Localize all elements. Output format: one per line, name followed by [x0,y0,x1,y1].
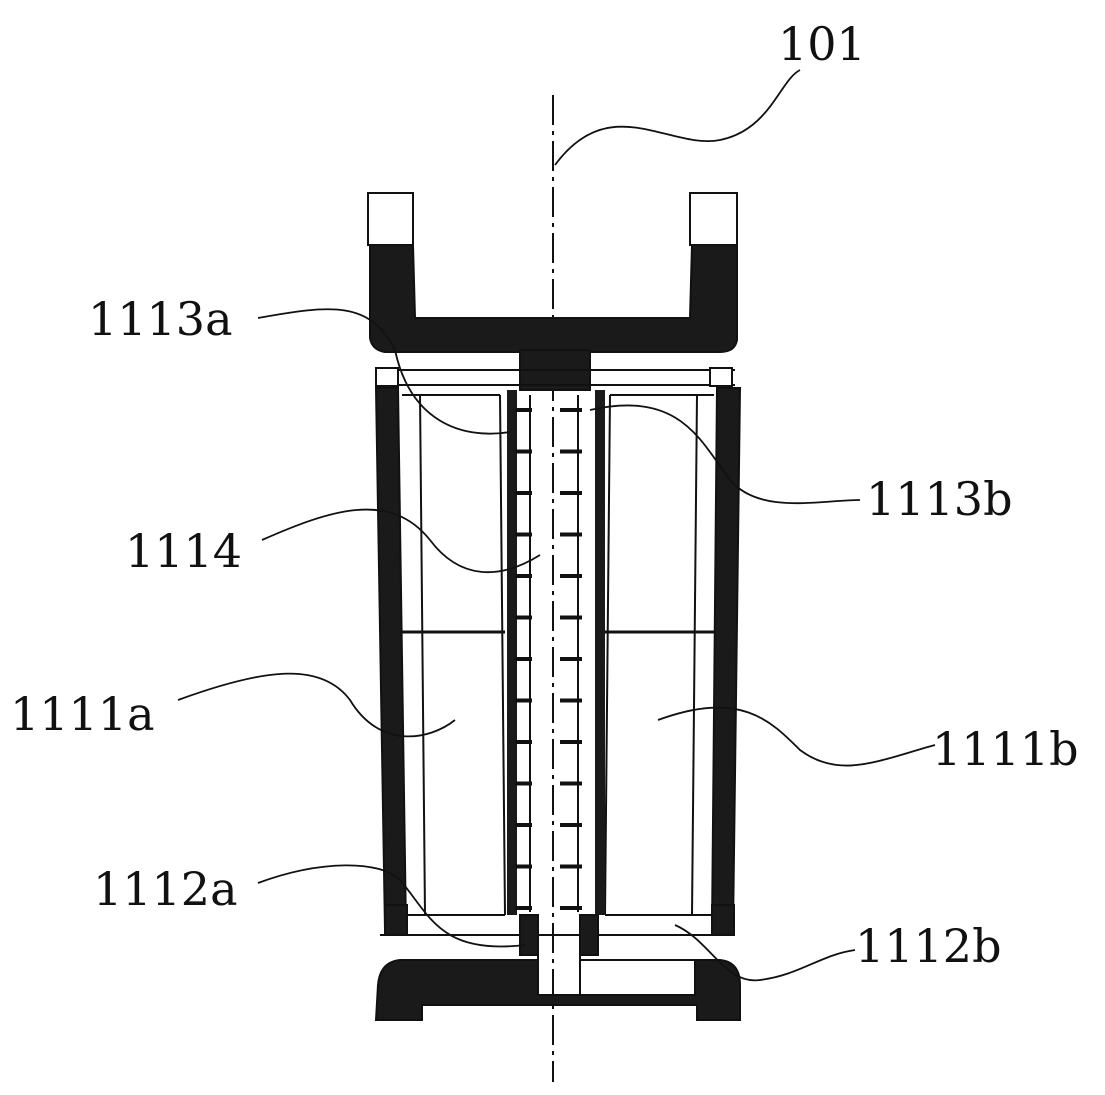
right-chamber-1111b [604,387,742,936]
label-101: 101 [778,17,866,71]
central-column-1114 [507,390,605,915]
label-1114: 1114 [125,524,242,578]
label-1111b: 1111b [932,722,1079,776]
bottom-base [374,914,741,1021]
label-1113b: 1113b [866,472,1013,526]
leader-lines [177,69,936,982]
top-bracket [367,192,738,391]
label-1112b: 1112b [855,919,1002,973]
left-chamber-1111a [374,387,506,936]
label-1113a: 1113a [88,292,233,346]
label-1112a: 1112a [93,862,238,916]
label-1111a: 1111a [10,687,155,741]
